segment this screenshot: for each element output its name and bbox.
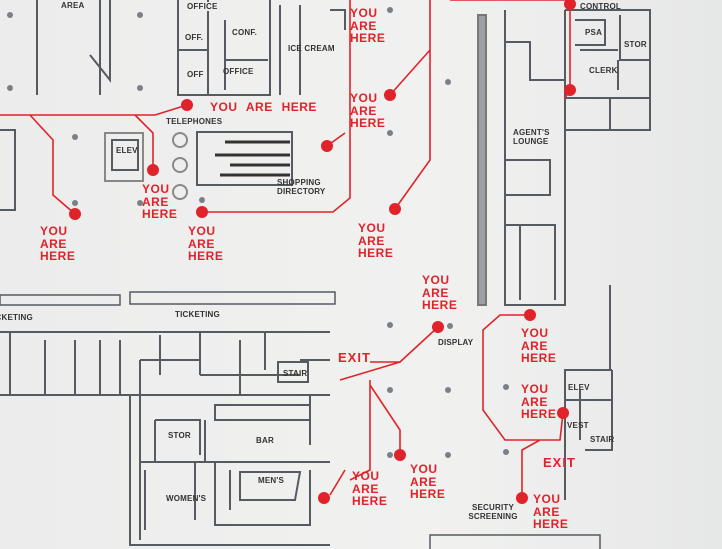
room-label-area: AREA	[60, 1, 86, 10]
room-label-stair: STAIR	[283, 369, 308, 378]
room-label-ice-cream: ICE CREAM	[288, 44, 335, 53]
you-are-here-label: YOU ARE HERE	[350, 91, 386, 130]
room-label-display: DISPLAY	[438, 338, 474, 347]
columns	[7, 7, 509, 458]
evacuation-routes	[0, 0, 571, 498]
room-label-bar: BAR	[256, 436, 274, 445]
you-are-here-label: YOU ARE HERE	[40, 224, 76, 263]
you-are-here-label: YOU ARE HERE	[521, 326, 557, 365]
room-label-ticketing: TICKETING	[175, 310, 220, 319]
room-label-office: OFFICE	[186, 2, 219, 11]
you-are-here-label: YOU ARE HERE	[358, 221, 394, 260]
room-label-off: OFF	[187, 70, 204, 79]
you-are-here-label: YOU ARE HERE	[210, 100, 317, 114]
room-label-psa: PSA	[585, 28, 603, 37]
room-label-womens: WOMEN'S	[166, 494, 207, 503]
room-label-conf: CONF.	[232, 28, 257, 37]
you-are-here-label: YOU ARE HERE	[142, 182, 178, 221]
room-label-stair: STAIR	[590, 435, 615, 444]
room-label-elev: ELEV	[568, 383, 590, 392]
room-label-stor: STOR	[168, 431, 191, 440]
room-label-clerk: CLERK	[589, 66, 618, 75]
walls	[0, 0, 651, 549]
room-label-off: OFF.	[185, 33, 204, 42]
room-label-ticketing: TICKETING	[0, 313, 33, 322]
room-label-agents-lounge: AGENT'S LOUNGE	[513, 128, 550, 146]
room-label-office: OFFICE	[223, 67, 254, 76]
exit-label: EXIT	[543, 455, 576, 470]
room-label-elev: ELEV	[116, 146, 138, 155]
room-label-stor: STOR	[624, 40, 647, 49]
you-are-here-label: YOU ARE HERE	[422, 273, 458, 312]
you-are-here-label: YOU ARE HERE	[188, 224, 224, 263]
you-are-here-dots	[69, 0, 576, 504]
room-label-control: CONTROL	[580, 2, 621, 11]
you-are-here-label: YOU ARE HERE	[350, 6, 386, 45]
room-label-security-screening: SECURITY SCREENING	[468, 503, 518, 521]
you-are-here-label: YOU ARE HERE	[410, 462, 446, 501]
room-label-telephones: TELEPHONES	[166, 117, 223, 126]
you-are-here-label: YOU ARE HERE	[521, 382, 557, 421]
you-are-here-label: YOU ARE HERE	[352, 469, 388, 508]
exit-label: EXIT	[338, 350, 371, 365]
room-label-shopping-directory: SHOPPING DIRECTORY	[277, 178, 326, 196]
room-label-vest: VEST	[567, 421, 589, 430]
room-label-mens: MEN'S	[258, 476, 285, 485]
you-are-here-label: YOU ARE HERE	[533, 492, 569, 531]
